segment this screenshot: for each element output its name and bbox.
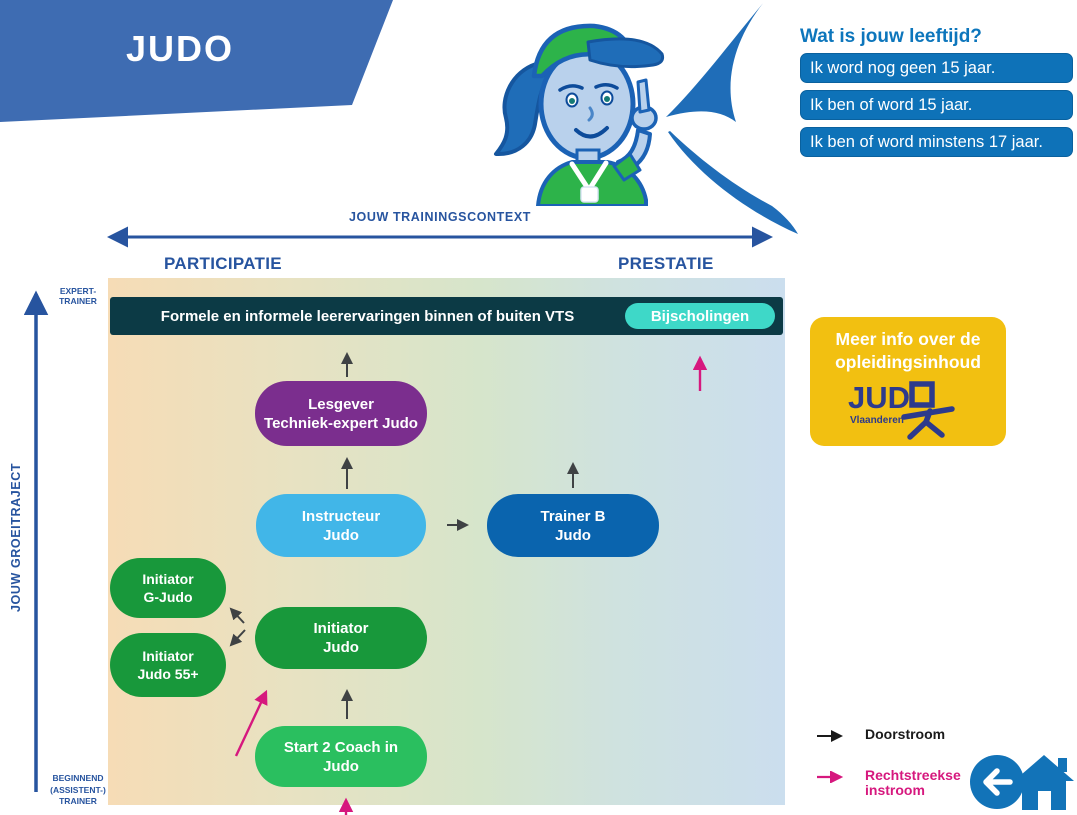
prestatie-label: PRESTATIE [618,254,714,273]
node-initiator-g-judo[interactable]: Initiator G-Judo [110,558,226,618]
node-instructeur-judo[interactable]: Instructeur Judo [256,494,426,557]
node-initiator-judo[interactable]: Initiator Judo [255,607,427,669]
svg-text:Vlaanderen: Vlaanderen [850,415,904,426]
judoka-figure-icon [901,406,955,440]
legend-rechtstreekse-instroom: Rechtstreekse instroom [815,768,961,798]
learning-bar-text: Formele en informele leerervaringen binn… [160,307,575,325]
home-icon [1014,755,1074,810]
participatie-label: PARTICIPATIE [164,254,282,273]
node-start-2-coach-in-judo[interactable]: Start 2 Coach in Judo [255,726,427,787]
age-option-15[interactable]: Ik ben of word 15 jaar. [800,90,1073,120]
back-button[interactable] [969,754,1025,810]
svg-text:JUD: JUD [848,380,910,415]
age-option-under-15[interactable]: Ik word nog geen 15 jaar. [800,53,1073,83]
instroom-arrow-icon [817,771,844,783]
trainer-mascot-illustration [494,23,665,206]
home-button[interactable] [1013,753,1075,811]
doorstroom-arrow-icon [817,730,843,742]
age-option-17-plus[interactable]: Ik ben of word minstens 17 jaar. [800,127,1073,157]
bijscholingen-button[interactable]: Bijscholingen [625,303,775,329]
meer-info-box[interactable]: Meer info over de opleidingsinhoud JUD V… [810,317,1006,446]
trainingscontext-label: JOUW TRAININGSCONTEXT [348,210,532,224]
age-question-title: Wat is jouw leeftijd? [800,26,982,47]
speech-bubble-tail [666,2,798,234]
legend-doorstroom: Doorstroom [815,727,945,742]
node-initiator-judo-55[interactable]: Initiator Judo 55+ [110,633,226,697]
node-lesgever-techniek-expert-judo[interactable]: Lesgever Techniek-expert Judo [255,381,427,446]
expert-trainer-label: EXPERT- TRAINER [59,286,97,306]
node-trainer-b-judo[interactable]: Trainer B Judo [487,494,659,557]
pathway-panel [108,278,785,805]
learning-bar: Formele en informele leerervaringen binn… [110,297,783,335]
groeitraject-label: JOUW GROEITRAJECT [9,462,23,612]
title-banner: JUDO [0,0,393,122]
beginnend-trainer-label: BEGINNEND (ASSISTENT-) TRAINER [50,773,106,806]
back-arrow-icon [970,755,1024,809]
page-title: JUDO [126,28,235,69]
judo-vlaanderen-logo: JUD Vlaanderen [848,380,955,440]
